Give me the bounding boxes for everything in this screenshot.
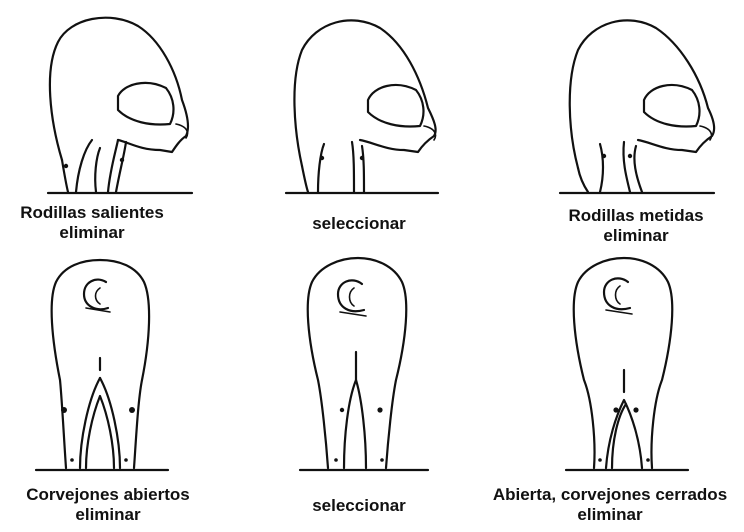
- pig-side-correct: [286, 20, 438, 193]
- pig-rear-hocks-open: [36, 260, 168, 470]
- caption-line2: eliminar: [478, 505, 742, 525]
- caption-line1: seleccionar: [266, 214, 452, 234]
- caption-line2: eliminar: [532, 226, 740, 246]
- pig-rear-hocks-closed: [566, 258, 688, 470]
- caption-hocks-closed: Abierta, corvejones cerrados eliminar: [478, 485, 742, 525]
- caption-select-side: seleccionar: [266, 214, 452, 234]
- pig-side-knees-back: [560, 20, 714, 193]
- pig-side-knees-forward: [48, 18, 192, 193]
- caption-line1: Abierta, corvejones cerrados: [478, 485, 742, 505]
- caption-line1: seleccionar: [266, 496, 452, 516]
- caption-knees-back: Rodillas metidas eliminar: [532, 206, 740, 246]
- caption-hocks-open: Corvejones abiertos eliminar: [0, 485, 216, 525]
- caption-knees-forward: Rodillas salientes eliminar: [0, 203, 184, 243]
- caption-line1: Rodillas salientes: [0, 203, 184, 223]
- caption-select-rear: seleccionar: [266, 496, 452, 516]
- caption-line2: eliminar: [0, 223, 184, 243]
- caption-line1: Corvejones abiertos: [0, 485, 216, 505]
- caption-line2: eliminar: [0, 505, 216, 525]
- caption-line1: Rodillas metidas: [532, 206, 740, 226]
- pig-rear-correct: [300, 258, 428, 470]
